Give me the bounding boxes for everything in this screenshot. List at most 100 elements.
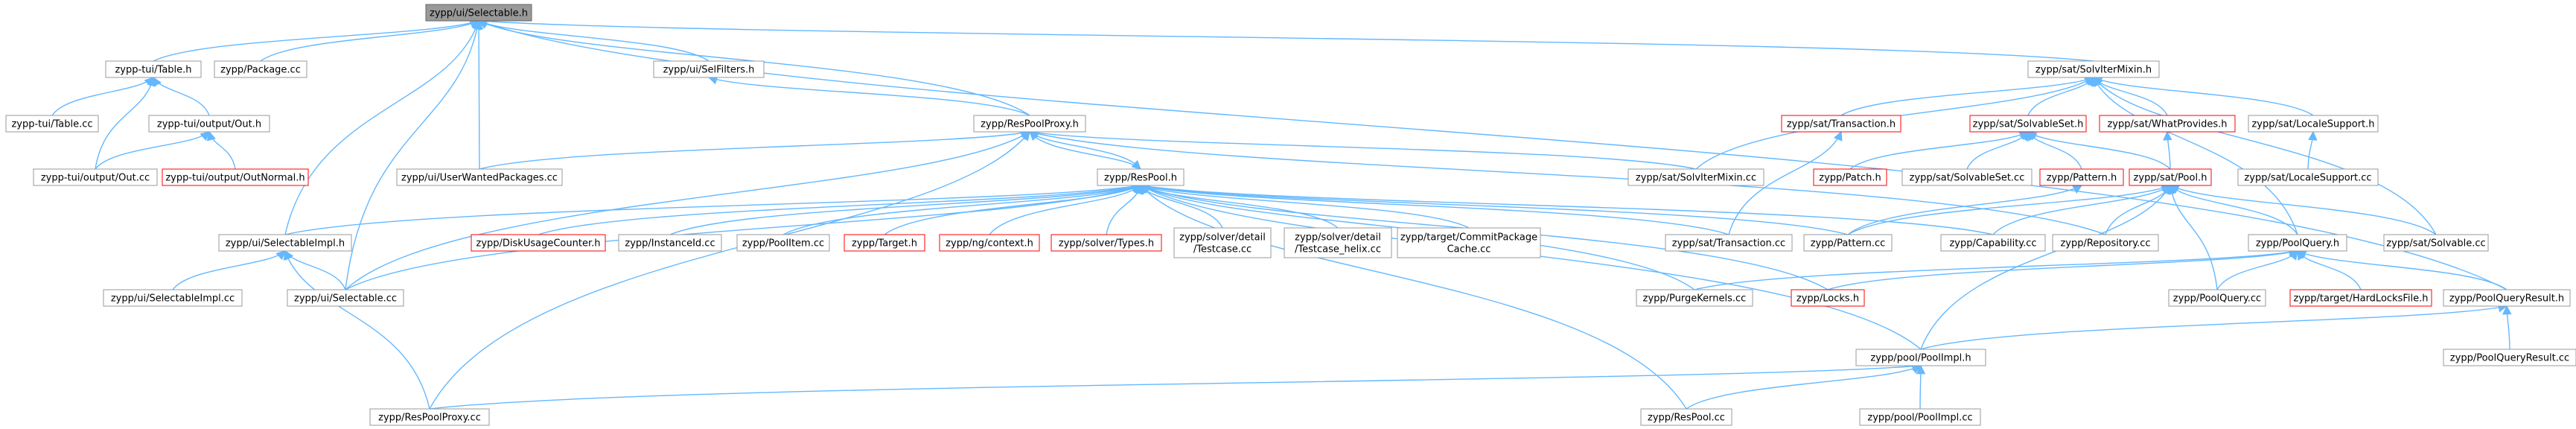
graph-node-selectable-cc[interactable]: zypp/ui/Selectable.cc [287,289,404,307]
graph-node-solvitermixin-cc[interactable]: zypp/sat/SolvIterMixin.cc [1627,168,1764,186]
node-label: zypp/ResPool.cc [1648,413,1725,424]
node-box [1173,227,1272,258]
graph-node-satpool-h[interactable]: zypp/sat/Pool.h [2129,168,2212,186]
graph-node-localesupport-h[interactable]: zypp/sat/LocaleSupport.h [2248,115,2379,133]
node-label: zypp/ng/context.h [946,238,1033,250]
graph-node-localesupport-cc[interactable]: zypp/sat/LocaleSupport.cc [2237,168,2379,186]
graph-node-testcase-cc[interactable]: zypp/solver/detail/Testcase.cc [1173,227,1272,258]
edge-table_cc-to-table_h [51,77,154,116]
graph-node-solvableset-h[interactable]: zypp/sat/SolvableSet.h [1969,115,2087,133]
edge-respool_cc-to-respool_h [1140,185,1687,410]
edge-localesupport_h-to-solvitermixin_h [2092,77,2314,116]
node-label: zypp/solver/detail [1179,232,1266,244]
node-box [2027,60,2160,78]
node-label: zypp/Locks.h [1796,293,1859,305]
graph-node-testcasehelix-cc[interactable]: zypp/solver/detail/Testcase_helix.cc [1284,227,1392,258]
node-label: zypp/Capability.cc [1949,238,2036,250]
node-label: zypp/Repository.cc [2060,238,2150,250]
node-label: zypp/sat/SolvableSet.h [1973,119,2084,130]
graph-node-selectableimpl-h[interactable]: zypp/ui/SelectableImpl.h [218,234,352,252]
graph-node-poolitem-cc[interactable]: zypp/PoolItem.cc [736,234,830,252]
graph-node-userwanted-cc[interactable]: zypp/ui/UserWantedPackages.cc [396,168,563,186]
node-label: zypp/PoolQuery.h [2256,238,2339,250]
edge-selectable_cc-to-root [345,19,482,290]
graph-node-whatprovides-h[interactable]: zypp/sat/WhatProvides.h [2099,115,2236,133]
edge-pattern_cc-to-respool_h [1139,182,1849,235]
edge-respoolproxy_cc-to-selectableimpl_h [283,250,430,410]
graph-node-poolimpl-h[interactable]: zypp/pool/PoolImpl.h [1855,349,1986,366]
graph-node-selfilters-h[interactable]: zypp/ui/SelFilters.h [653,60,765,78]
graph-node-package-cc[interactable]: zypp/Package.cc [214,60,307,78]
node-label: zypp/ResPool.h [1104,173,1177,184]
graph-node-pattern-cc[interactable]: zypp/Pattern.cc [1803,234,1893,252]
node-label: zypp/ui/SelectableImpl.cc [111,293,235,305]
node-label: zypp/sat/SolvableSet.cc [1910,173,2025,184]
node-label: /Testcase.cc [1193,244,1252,255]
graph-node-respoolproxy-cc[interactable]: zypp/ResPoolProxy.cc [369,408,490,426]
graph-node-poolqueryresult-h[interactable]: zypp/PoolQueryResult.h [2443,289,2571,307]
graph-node-repository-cc[interactable]: zypp/Repository.cc [2052,234,2159,252]
graph-node-pattern-h[interactable]: zypp/Pattern.h [2039,168,2124,186]
edge-sattransaction_cc-to-respool_h [1139,182,1729,235]
node-box [1627,168,1764,186]
node-box [103,289,243,307]
graph-node-target-h[interactable]: zypp/Target.h [844,234,925,252]
edge-repository_cc-to-respoolproxy_h [1028,129,2106,235]
node-box [218,234,352,252]
edge-diskusage_h-to-respool_h [538,182,1142,235]
graph-node-table-cc[interactable]: zypp-tui/Table.cc [5,115,99,133]
node-box [396,168,563,186]
graph-node-out-cc[interactable]: zypp-tui/output/Out.cc [33,168,158,186]
edge-capability_cc-to-satpool_h [1992,185,2172,235]
graph-node-locks-h[interactable]: zypp/Locks.h [1791,289,1865,307]
graph-node-solvitermixin-h[interactable]: zypp/sat/SolvIterMixin.h [2027,60,2160,78]
edge-localesupport_cc-to-localesupport_h [2307,130,2318,170]
graph-node-respool-cc[interactable]: zypp/ResPool.cc [1640,408,1732,426]
node-box [1791,289,1865,307]
graph-node-diskusage-h[interactable]: zypp/DiskUsageCounter.h [471,234,606,252]
edge-patch_h-to-solvableset_h [1849,131,2030,170]
edge-pattern_h-to-solvableset_h [2027,130,2082,170]
graph-node-poolqueryresult-cc[interactable]: zypp/PoolQueryResult.cc [2443,349,2576,366]
graph-node-poolquery-h[interactable]: zypp/PoolQuery.h [2248,234,2347,252]
graph-node-hardlocks-h[interactable]: zypp/target/HardLocksFile.h [2289,289,2432,307]
node-box [844,234,925,252]
node-box [1901,168,2033,186]
graph-node-selectableimpl-cc[interactable]: zypp/ui/SelectableImpl.cc [103,289,243,307]
edge-selectable_cc-to-respoolproxy_h [345,131,1031,290]
node-label: zypp/PoolQueryResult.cc [2450,353,2569,364]
edge-pattern_cc-to-satpool_h [1847,184,2172,235]
graph-node-out-h[interactable]: zypp-tui/output/Out.h [148,115,270,133]
node-box [1284,227,1392,258]
node-label: Cache.cc [1447,244,1491,255]
graph-node-outnormal-h[interactable]: zypp-tui/output/OutNormal.h [162,168,309,186]
graph-node-table-h[interactable]: zypp-tui/Table.h [105,60,202,78]
node-box [1097,168,1185,186]
graph-node-capability-cc[interactable]: zypp/Capability.cc [1940,234,2046,252]
edge-satsolvable_cc-to-solvitermixin_h [2093,77,2437,235]
graph-node-patch-h[interactable]: zypp/Patch.h [1813,168,1887,186]
graph-node-solvableset-cc[interactable]: zypp/sat/SolvableSet.cc [1901,168,2033,186]
node-box [287,289,404,307]
node-box [939,234,1040,252]
graph-node-solvertypes-h[interactable]: zypp/solver/Types.h [1051,234,1162,252]
node-label: zypp-tui/Table.h [115,65,191,76]
graph-node-instanceid-cc[interactable]: zypp/InstanceId.cc [618,234,722,252]
graph-node-satsolvable-cc[interactable]: zypp/sat/Solvable.cc [2383,234,2489,252]
edge-poolquery_cc-to-satpool_h [2167,184,2218,290]
graph-node-sattransaction-h[interactable]: zypp/sat/Transaction.h [1781,115,1901,133]
node-box [2099,115,2236,133]
node-label: zypp/InstanceId.cc [625,238,715,250]
graph-node-purgekernels-cc[interactable]: zypp/PurgeKernels.cc [1636,289,1753,307]
graph-node-respool-h[interactable]: zypp/ResPool.h [1097,168,1185,186]
graph-node-sattransaction-cc[interactable]: zypp/sat/Transaction.cc [1665,234,1793,252]
node-box [471,234,606,252]
edge-satpool_h-to-whatprovides_h [2163,130,2172,170]
graph-node-respoolproxy-h[interactable]: zypp/ResPoolProxy.h [973,115,1086,133]
graph-node-ngcontext-h[interactable]: zypp/ng/context.h [939,234,1040,252]
node-label: zypp/sat/LocaleSupport.cc [2244,173,2371,184]
node-box [1813,168,1887,186]
graph-node-poolquery-cc[interactable]: zypp/PoolQuery.cc [2168,289,2266,307]
graph-node-poolimpl-cc[interactable]: zypp/pool/PoolImpl.cc [1859,408,1981,426]
